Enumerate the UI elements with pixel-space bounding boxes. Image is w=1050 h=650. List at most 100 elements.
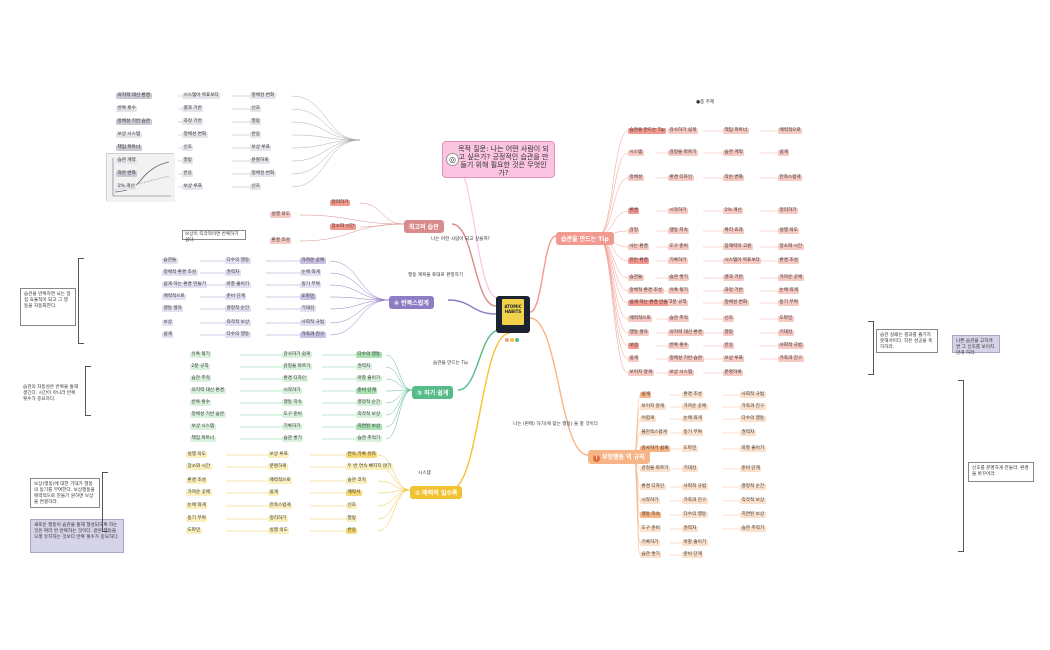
habit2-node-7[interactable]: 가족과 친구	[300, 332, 326, 338]
habit3-leaf-8[interactable]: 책임 파트너	[190, 436, 216, 442]
tips-sub-13[interactable]: 반복 횟수	[668, 343, 690, 349]
habit2-leaf-1[interactable]: 습관들	[162, 258, 178, 264]
top-left-leaf-4[interactable]: 반응	[250, 132, 262, 138]
branch-habit4[interactable]: ② 매력적 일수록	[410, 486, 463, 499]
tips-node-14[interactable]: 쉽게	[628, 356, 640, 362]
tips-node-7[interactable]: 만든 환경	[628, 258, 650, 264]
reverse-node-4[interactable]: 불만족스럽게	[640, 430, 669, 436]
tips-node-2[interactable]: 시스템	[628, 150, 644, 156]
tips-leaf-8[interactable]: 결과 기반	[723, 275, 745, 281]
tips-sub-2[interactable]: 감정을 따르기	[668, 150, 698, 156]
reverse-leaf-2[interactable]: 가족과 친구	[740, 404, 766, 410]
reverse-node-9[interactable]: 행동 지속	[640, 512, 662, 518]
reverse-leaf-8[interactable]: 즉각적 보상	[740, 498, 766, 504]
top-left-node-1[interactable]: 의지력 대신 환경	[116, 93, 152, 99]
top-left-node-2[interactable]: 반복 횟수	[116, 106, 138, 112]
tips-leaf-2[interactable]: 습관 계약	[723, 150, 745, 156]
top-left-leaf-2[interactable]: 신호	[250, 106, 262, 112]
tips-sub-3[interactable]: 환경 디자인	[668, 175, 694, 181]
habit3-node-3[interactable]: 마찰 줄이기	[356, 376, 382, 382]
habit3-node-8[interactable]: 습관 추적기	[356, 436, 382, 442]
habit3-node-7[interactable]: 지연된 보상	[356, 424, 382, 430]
habit4-sub-7[interactable]: 실행 의도	[268, 528, 290, 534]
reverse-node-6[interactable]: 감정을 따르기	[640, 466, 670, 472]
tips-sub-6[interactable]: 도구 준비	[668, 244, 690, 250]
habit2-leaf-2[interactable]: 정체적 환경 조성	[162, 270, 198, 276]
tips-node-10[interactable]: 쉽게 하는 환경 만들기	[628, 300, 674, 306]
branch-habit3[interactable]: ③ 하기 쉽게	[412, 386, 454, 399]
habit4-sub-2[interactable]: 분명하게	[268, 464, 288, 470]
reverse-node-2[interactable]: 보이지 않게	[640, 404, 666, 410]
top-left-node-4[interactable]: 보상 시스템	[116, 132, 142, 138]
tips-node-11[interactable]: 매력적으로	[628, 316, 653, 322]
reverse-sub-7[interactable]: 사회적 규범	[682, 484, 708, 490]
tips-leaf-3[interactable]: 작은 변화	[723, 175, 745, 181]
reverse-node-11[interactable]: 기록하기	[640, 540, 660, 546]
habit4-node-5[interactable]: 신호	[346, 503, 358, 509]
habit2-sub-1[interactable]: 다수의 행동	[225, 258, 251, 264]
habit4-sub-6[interactable]: 정리하기	[268, 516, 288, 522]
tips-sub-1[interactable]: 감사하기 쉽게	[668, 128, 698, 134]
habit2-node-5[interactable]: 기대감	[300, 306, 316, 312]
habit4-sub-5[interactable]: 만족스럽게	[268, 503, 293, 509]
tips-leaf-1[interactable]: 책임 파트너	[723, 128, 749, 134]
reverse-sub-4[interactable]: 동기 부여	[682, 430, 704, 436]
tips-leaf2-6[interactable]: 장소와 시간	[778, 244, 804, 250]
habit3-leaf-6[interactable]: 정체성 기반 습관	[190, 412, 226, 418]
tips-node-15[interactable]: 보이지 않게	[628, 370, 654, 376]
top-left-sub-3[interactable]: 과정 기반	[182, 119, 204, 125]
habit4-node-4[interactable]: 계약서	[346, 490, 362, 496]
top-left-sub-6[interactable]: 열망	[182, 158, 194, 164]
habit2-sub-3[interactable]: 마찰 줄이기	[225, 282, 251, 288]
reverse-leaf-3[interactable]: 다수의 행동	[740, 416, 766, 422]
habit3-sub-7[interactable]: 기록하기	[282, 424, 302, 430]
tips-sub-4[interactable]: 시작하기	[668, 208, 688, 214]
habit4-sub-1[interactable]: 보상 루프	[268, 452, 290, 458]
habit4-sub-3[interactable]: 매력적으로	[268, 478, 293, 484]
reverse-sub-8[interactable]: 가족과 친구	[682, 498, 708, 504]
tips-leaf-14[interactable]: 보상 루프	[723, 356, 745, 362]
tips-sub-10[interactable]: 2분 규칙	[668, 300, 689, 306]
habit3-leaf-2[interactable]: 2분 규칙	[190, 364, 211, 370]
top-left-leaf-5[interactable]: 보상 루프	[250, 145, 272, 151]
top-left-leaf-7[interactable]: 정체성 변화	[250, 171, 276, 177]
habit4-leaf-2[interactable]: 장소와 시간	[186, 464, 212, 470]
tips-leaf-10[interactable]: 정체성 변화	[723, 300, 749, 306]
tips-node-9[interactable]: 정체적 환경 조성	[628, 288, 664, 294]
tips-sub-7[interactable]: 기록하기	[668, 258, 688, 264]
habit4-node-3[interactable]: 습관 코치	[346, 478, 368, 484]
habit1-node-4[interactable]: 환경 조성	[270, 238, 292, 244]
tips-leaf-15[interactable]: 분명하게	[723, 370, 743, 376]
habit4-node-2[interactable]: 두 번 연속 빠지지 않기	[346, 464, 393, 470]
habit4-node-1[interactable]: 연속 기록 유지	[346, 452, 378, 458]
tips-leaf2-13[interactable]: 사회적 규범	[778, 343, 804, 349]
top-left-leaf-1[interactable]: 정체성 변화	[250, 93, 276, 99]
tips-leaf2-3[interactable]: 만족스럽게	[778, 175, 803, 181]
tips-leaf2-9[interactable]: 눈에 띄게	[778, 288, 800, 294]
tips-leaf2-4[interactable]: 정리하기	[778, 208, 798, 214]
tips-node-13[interactable]: 보상	[628, 343, 640, 349]
reverse-leaf-4[interactable]: 권력자	[740, 430, 756, 436]
reverse-leaf-1[interactable]: 사회적 규범	[740, 392, 766, 398]
reverse-sub-10[interactable]: 권력자	[682, 526, 698, 532]
branch-habit1[interactable]: 최고의 습관	[404, 220, 444, 233]
habit3-leaf-7[interactable]: 보상 시스템	[190, 424, 216, 430]
top-left-node-3[interactable]: 정체성 기반 습관	[116, 119, 152, 125]
habit2-node-6[interactable]: 사회적 규범	[300, 320, 326, 326]
habit2-node-3[interactable]: 동기 부여	[300, 282, 322, 288]
habit3-leaf-1[interactable]: 유혹 묶기	[190, 352, 212, 358]
habit2-sub-7[interactable]: 다수의 행동	[225, 332, 251, 338]
reverse-sub-2[interactable]: 가까운 곳에	[682, 404, 708, 410]
reverse-node-5[interactable]: 감사하기 쉽게	[640, 446, 670, 452]
habit4-leaf-1[interactable]: 실행 의도	[186, 452, 208, 458]
habit3-sub-1[interactable]: 감사하기 쉽게	[282, 352, 312, 358]
habit1-node-2[interactable]: 실행 의도	[270, 212, 292, 218]
reverse-leaf-9[interactable]: 지연된 보상	[740, 512, 766, 518]
top-left-leaf-6[interactable]: 분명하게	[250, 158, 270, 164]
habit3-sub-6[interactable]: 도구 준비	[282, 412, 304, 418]
branch-habit2[interactable]: ④ 반복스럽게	[389, 296, 434, 309]
habit3-leaf-5[interactable]: 반복 횟수	[190, 400, 212, 406]
top-left-sub-7[interactable]: 반응	[182, 171, 194, 177]
top-left-node-5[interactable]: 책임 파트너	[116, 145, 142, 151]
habit4-node-6[interactable]: 열망	[346, 516, 358, 522]
